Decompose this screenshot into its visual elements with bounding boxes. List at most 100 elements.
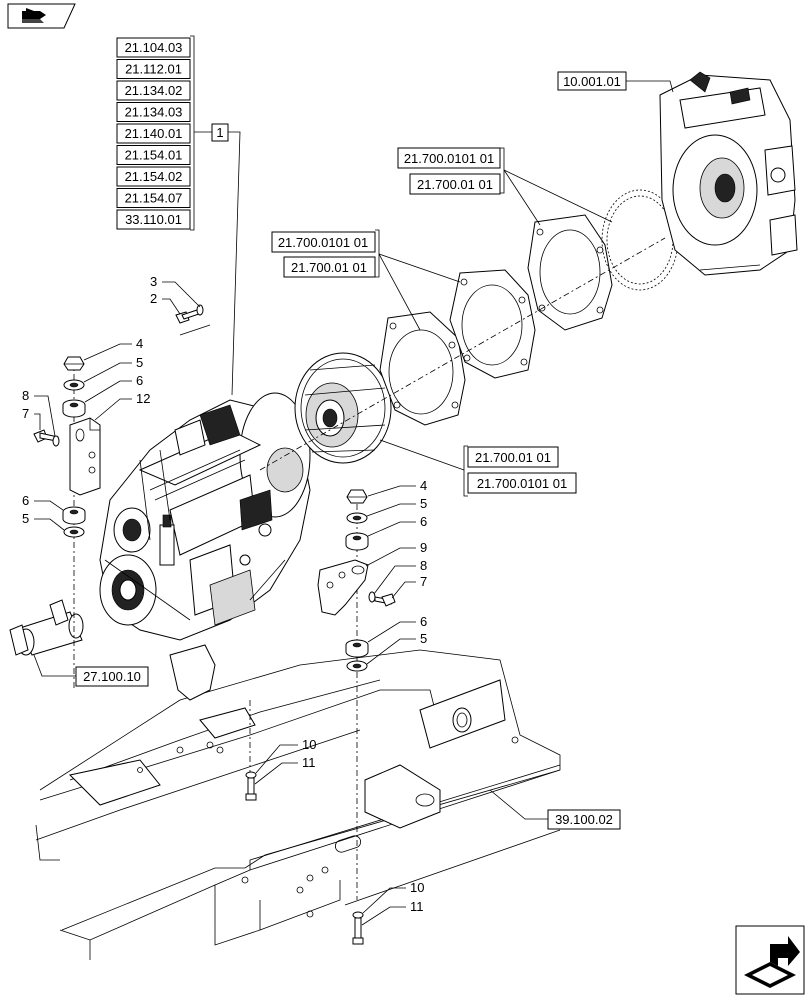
callout-2: 2 xyxy=(150,291,157,306)
driveshaft xyxy=(9,599,84,656)
ref-group-1-item[interactable]: 21.154.02 xyxy=(116,166,191,187)
flex-plate-2 xyxy=(449,269,536,379)
callout-12: 12 xyxy=(136,391,150,406)
hand-pointer-left-icon xyxy=(22,8,46,23)
ref-group-1-item-label: 21.112.01 xyxy=(125,62,182,77)
ref-gasket-b-item-1[interactable]: 21.700.0101 01 xyxy=(271,231,376,253)
ref-driveshaft-label: 27.100.10 xyxy=(83,669,141,684)
ref-converter-item-2[interactable]: 21.700.0101 01 xyxy=(467,472,577,494)
ref-group-1-item-label: 21.134.03 xyxy=(125,105,183,120)
torque-converter xyxy=(294,352,392,464)
ref-converter: 21.700.01 01 21.700.0101 01 xyxy=(379,439,577,497)
next-page-button[interactable] xyxy=(735,925,805,995)
ref-group-1-item-label: 21.154.02 xyxy=(125,169,183,184)
callout-10-b: 10 xyxy=(410,880,424,895)
ref-driveshaft-leader xyxy=(33,654,76,677)
arrow-cube-next-icon xyxy=(744,936,800,988)
callout-5-left: 5 xyxy=(136,355,143,370)
ref-group-1-item[interactable]: 21.134.03 xyxy=(116,102,191,122)
engine-block xyxy=(659,71,798,276)
washer-left-5 xyxy=(63,379,85,391)
nut-left-4 xyxy=(63,356,85,371)
ref-gasket-a-label-2: 21.700.01 01 xyxy=(417,177,493,192)
mount-pad-left-6b xyxy=(62,506,86,525)
ref-gasket-b: 21.700.0101 01 21.700.01 01 xyxy=(271,229,461,331)
ref-engine-label: 10.001.01 xyxy=(563,74,621,89)
ref-group-1-item[interactable]: 33.110.01 xyxy=(116,209,191,230)
mount-pad-right-6b xyxy=(345,639,369,658)
center-axis-line xyxy=(259,237,666,471)
bolt-frame-11a xyxy=(245,777,257,801)
ref-group-1-item[interactable]: 21.154.07 xyxy=(116,188,191,208)
bracket-right-9 xyxy=(317,559,369,616)
ref-group-1-item-label: 21.134.02 xyxy=(125,83,183,98)
bolt-top-2 xyxy=(175,309,200,324)
ref-gasket-a-label-1: 21.700.0101 01 xyxy=(404,151,494,166)
ref-frame[interactable]: 39.100.02 xyxy=(547,809,621,830)
callout-6-left-b: 6 xyxy=(22,493,29,508)
ref-item-1-label: 1 xyxy=(216,125,223,140)
ref-group-1-item[interactable]: 21.112.01 xyxy=(116,59,191,79)
ref-driveshaft[interactable]: 27.100.10 xyxy=(75,666,149,687)
nut-right-4 xyxy=(346,489,368,504)
transmission-assembly xyxy=(99,392,311,641)
callout-8-right: 8 xyxy=(420,558,427,573)
callout-4-right: 4 xyxy=(420,478,427,493)
ref-group-1-item-label: 21.140.01 xyxy=(125,126,183,141)
ref-frame-label: 39.100.02 xyxy=(555,812,613,827)
ref-gasket-b-label-1: 21.700.0101 01 xyxy=(278,235,368,250)
ref-gasket-a: 21.700.0101 01 21.700.01 01 xyxy=(397,147,613,226)
callout-7-right: 7 xyxy=(420,574,427,589)
callout-11-a: 11 xyxy=(302,755,316,770)
ref-gasket-b-label-2: 21.700.01 01 xyxy=(291,260,367,275)
chassis-frame xyxy=(35,644,561,960)
ref-group-1-item-label: 21.154.07 xyxy=(125,191,183,206)
ref-gasket-a-item-1[interactable]: 21.700.0101 01 xyxy=(397,147,501,169)
ref-group-1-item[interactable]: 21.104.03 xyxy=(116,37,191,58)
callout-5-right-b: 5 xyxy=(420,631,427,646)
ref-item-1[interactable]: 1 xyxy=(211,123,229,142)
ref-converter-label-2: 21.700.0101 01 xyxy=(477,476,567,491)
washer-right-5 xyxy=(346,512,368,524)
washer-left-5b xyxy=(63,526,85,538)
callout-6-right: 6 xyxy=(420,514,427,529)
ref-gasket-a-item-2[interactable]: 21.700.01 01 xyxy=(409,173,501,195)
mount-pad-left-6 xyxy=(62,399,86,418)
flex-plate-1 xyxy=(379,311,466,426)
callout-7-left: 7 xyxy=(22,406,29,421)
washer-left-8 xyxy=(52,435,60,447)
washer-frame-10b xyxy=(352,911,364,919)
prev-page-button[interactable] xyxy=(7,3,76,29)
ref-group-1-item[interactable]: 21.134.02 xyxy=(116,80,191,101)
callout-5-left-b: 5 xyxy=(22,511,29,526)
ref-frame-leader xyxy=(489,789,548,820)
ref-engine[interactable]: 10.001.01 xyxy=(557,71,627,91)
bolt-frame-11b xyxy=(352,917,364,945)
ref-group-1-item[interactable]: 21.154.01 xyxy=(116,145,191,165)
callout-6-left: 6 xyxy=(136,373,143,388)
callout-11-b: 11 xyxy=(410,899,424,914)
top-mount-marker xyxy=(179,324,211,336)
washer-frame-10a xyxy=(245,771,257,779)
callout-5-right: 5 xyxy=(420,496,427,511)
ref-group-1-item-label: 21.104.03 xyxy=(125,40,183,55)
callout-6-right-b: 6 xyxy=(420,614,427,629)
bolt-right-7 xyxy=(374,593,396,607)
ref-group-1-item-label: 21.154.01 xyxy=(125,148,183,163)
ref-group-1-item[interactable]: 21.140.01 xyxy=(116,123,191,144)
callout-4-left: 4 xyxy=(136,336,143,351)
washer-right-5b xyxy=(346,660,368,672)
callout-9: 9 xyxy=(420,540,427,555)
ref-converter-label-1: 21.700.01 01 xyxy=(475,450,551,465)
flex-plate-3 xyxy=(527,214,613,331)
callout-3: 3 xyxy=(150,274,157,289)
ref-converter-item-1[interactable]: 21.700.01 01 xyxy=(467,446,559,468)
ref-gasket-b-item-2[interactable]: 21.700.01 01 xyxy=(283,256,376,278)
ref-group-1: 21.104.03 21.112.01 21.134.02 21.134.03 21.1… xyxy=(116,35,241,396)
mount-pad-right-6 xyxy=(345,532,369,551)
bracket-left-12 xyxy=(69,417,101,496)
ref-group-1-item-label: 33.110.01 xyxy=(125,212,182,227)
ref-engine-leader xyxy=(626,80,674,93)
washer-top-3 xyxy=(196,304,204,316)
